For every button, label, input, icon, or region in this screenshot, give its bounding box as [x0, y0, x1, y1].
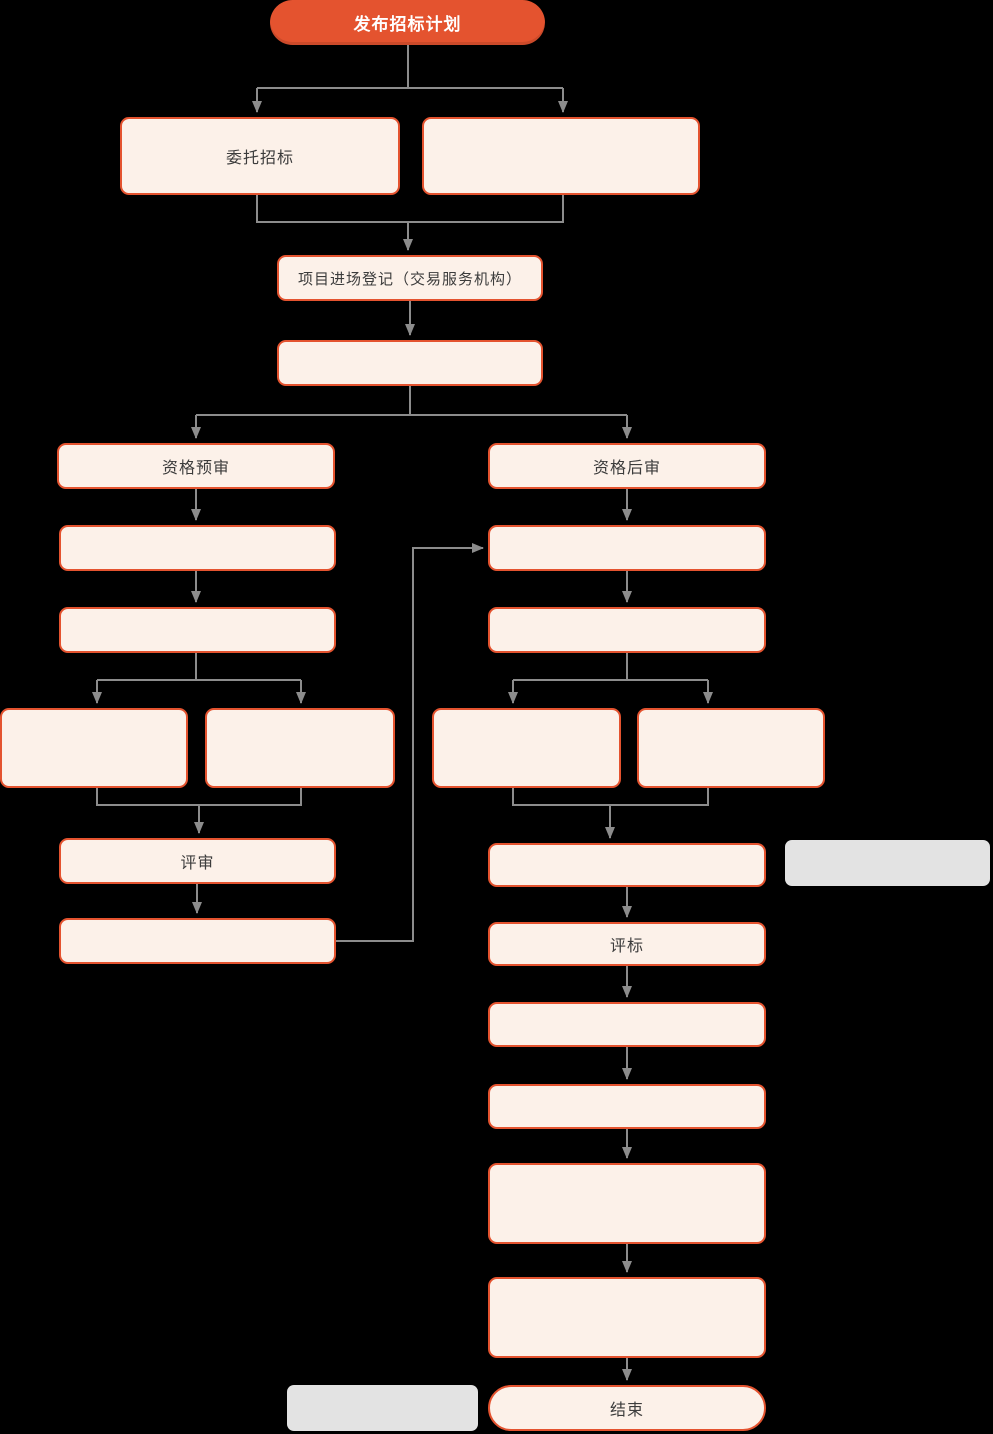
flow-node-post-pair-1	[432, 708, 621, 788]
flow-node-postqualification: 资格后审	[488, 443, 766, 489]
flow-node-entry-registration: 项目进场登记（交易服务机构）	[277, 255, 543, 301]
flow-node-post-pair-2	[637, 708, 825, 788]
flow-node-post-1	[488, 525, 766, 571]
flow-node-pre-pair-2	[205, 708, 395, 788]
flow-node-post-4	[488, 1002, 766, 1047]
flow-node-entrust-alt	[422, 117, 700, 195]
start-terminator: 发布招标计划	[270, 0, 545, 45]
flow-node-bid-evaluation: 评标	[488, 922, 766, 966]
flow-node-pre-2	[59, 607, 336, 653]
side-placeholder-box	[785, 840, 990, 886]
flow-node-pre-1	[59, 525, 336, 571]
flow-node-pre-result	[59, 918, 336, 964]
flow-node-post-tall-1	[488, 1163, 766, 1244]
flow-node-entrust: 委托招标	[120, 117, 400, 195]
end-terminator: 结束	[488, 1385, 766, 1431]
flow-node-post-tall-2	[488, 1277, 766, 1358]
flow-node-review: 评审	[59, 838, 336, 884]
bottom-placeholder-box	[287, 1385, 478, 1431]
flow-node-prequalification: 资格预审	[57, 443, 335, 489]
flow-node-post-3	[488, 843, 766, 887]
flow-node-pre-pair-1	[0, 708, 188, 788]
flow-node-post-5	[488, 1084, 766, 1129]
flow-node-pre-step	[277, 340, 543, 386]
flow-node-post-2	[488, 607, 766, 653]
